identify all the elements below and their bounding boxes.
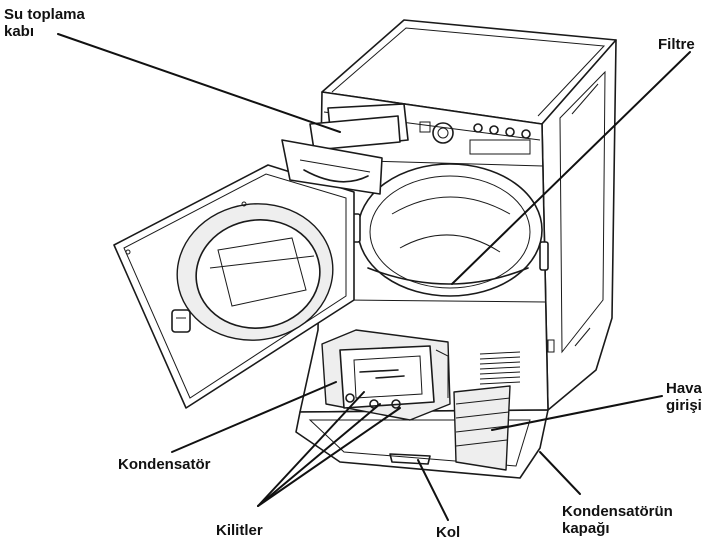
condenser-drawing: [321, 329, 451, 421]
condenser-cover-drawing: [295, 385, 549, 479]
label-handle: Kol: [436, 524, 461, 541]
label-locks: Kilitler: [216, 522, 263, 539]
water-container-drawing: [281, 103, 409, 195]
label-air-intake: Hava girişi: [666, 380, 702, 414]
label-water-container: Su toplama kabı: [4, 6, 85, 40]
leader-lines: [57, 33, 691, 521]
label-condenser-cover: Kondensatörün kapağı: [562, 503, 673, 537]
vent-grille: [479, 351, 521, 385]
label-condenser: Kondensatör: [118, 456, 211, 473]
open-door: [113, 164, 355, 409]
label-filter: Filtre: [658, 36, 695, 53]
